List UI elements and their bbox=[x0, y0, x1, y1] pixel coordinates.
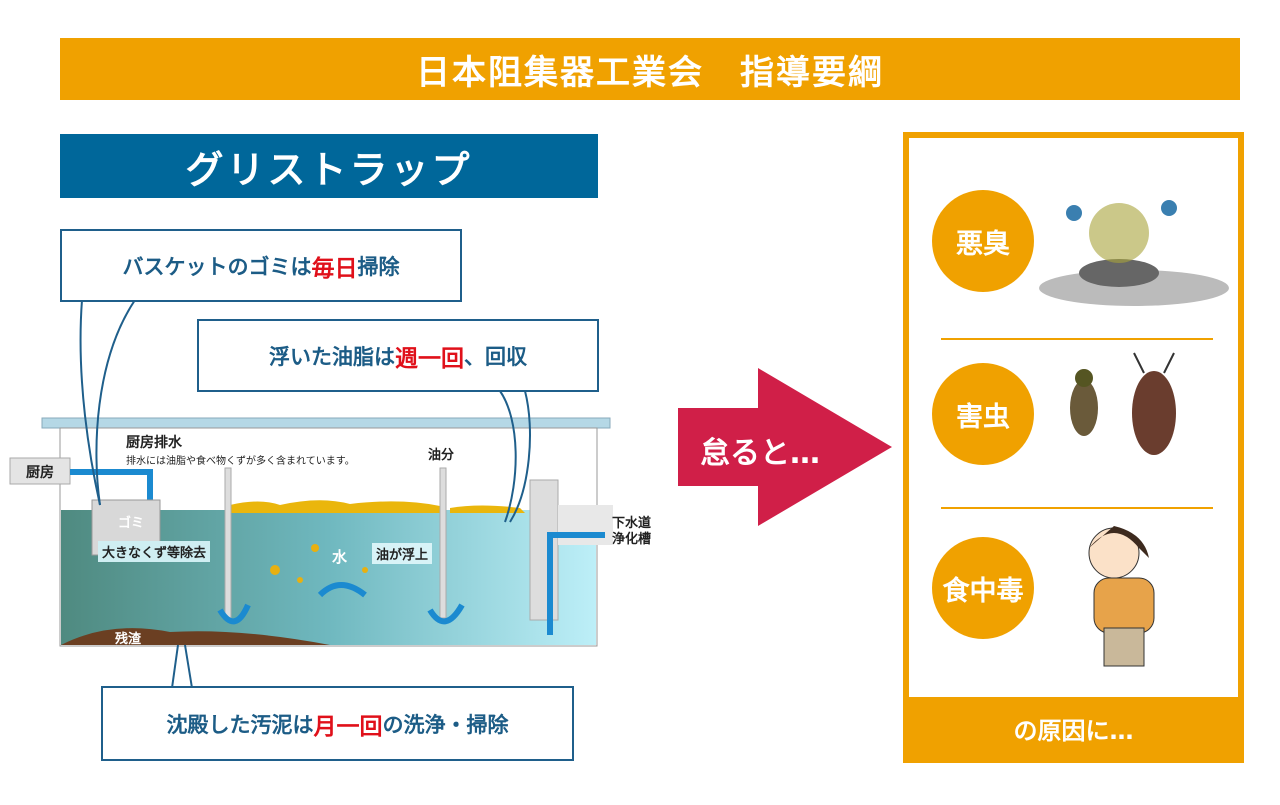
badge-food-poisoning: 食中毒 bbox=[932, 537, 1034, 639]
label-kitchen: 厨房 bbox=[26, 465, 54, 481]
callout-text: 掃除 bbox=[357, 254, 400, 279]
callout-text: バスケットのゴミは bbox=[122, 254, 312, 279]
callout-highlight: 月一回 bbox=[313, 713, 383, 740]
divider bbox=[941, 507, 1213, 509]
outflow-arrow bbox=[547, 532, 605, 635]
callout-highlight: 週一回 bbox=[395, 345, 464, 372]
callout-basket: バスケットのゴミは毎日掃除 bbox=[60, 229, 462, 302]
header-title: 日本阻集器工業会 指導要綱 bbox=[416, 52, 884, 93]
badge-odor: 悪臭 bbox=[932, 190, 1034, 292]
callout-text: 、回収 bbox=[464, 344, 527, 369]
residue bbox=[61, 628, 330, 645]
label-residue: 残渣 bbox=[115, 632, 142, 647]
oil-layer bbox=[230, 500, 440, 513]
callout-sludge: 沈殿した汚泥は月一回の洗浄・掃除 bbox=[101, 686, 574, 761]
label-outlet-1: 下水道 bbox=[612, 516, 652, 531]
label-inflow-title: 厨房排水 bbox=[126, 435, 182, 451]
label-inflow-note: 排水には油脂や食べ物くずが多く含まれています。 bbox=[126, 456, 355, 467]
panel-footer: の原因に… bbox=[1013, 717, 1134, 745]
grease-trap-diagram bbox=[9, 417, 613, 647]
right-arrow bbox=[678, 368, 892, 526]
callout-leaders bbox=[79, 299, 531, 689]
label-garbage: ゴミ bbox=[118, 516, 145, 531]
callout-text: 浮いた油脂は bbox=[269, 344, 395, 369]
label-water: 水 bbox=[332, 548, 348, 566]
label-oil-rise: 油が浮上 bbox=[372, 543, 433, 564]
header-banner: 日本阻集器工業会 指導要綱 bbox=[60, 38, 1240, 100]
divider bbox=[941, 338, 1213, 340]
sick-person-icon bbox=[1088, 526, 1155, 667]
insects-icon bbox=[1070, 352, 1176, 455]
callout-text: の洗浄・掃除 bbox=[382, 712, 509, 737]
consequence-panel: 悪臭 害虫 食中毒 の原因に… bbox=[903, 132, 1244, 763]
badge-pests: 害虫 bbox=[932, 363, 1034, 465]
callout-oil: 浮いた油脂は週一回、回収 bbox=[197, 319, 599, 392]
arrow-text: 怠ると… bbox=[700, 436, 820, 471]
callout-text: 沈殿した汚泥は bbox=[166, 712, 314, 737]
callout-highlight: 毎日 bbox=[311, 255, 358, 282]
label-oil: 油分 bbox=[428, 448, 455, 463]
label-basket: 大きなくず等除去 bbox=[98, 541, 211, 562]
section-title: グリストラップ bbox=[60, 134, 598, 198]
odor-drain-icon bbox=[1039, 200, 1229, 306]
label-outlet-2: 浄化槽 bbox=[612, 532, 652, 547]
